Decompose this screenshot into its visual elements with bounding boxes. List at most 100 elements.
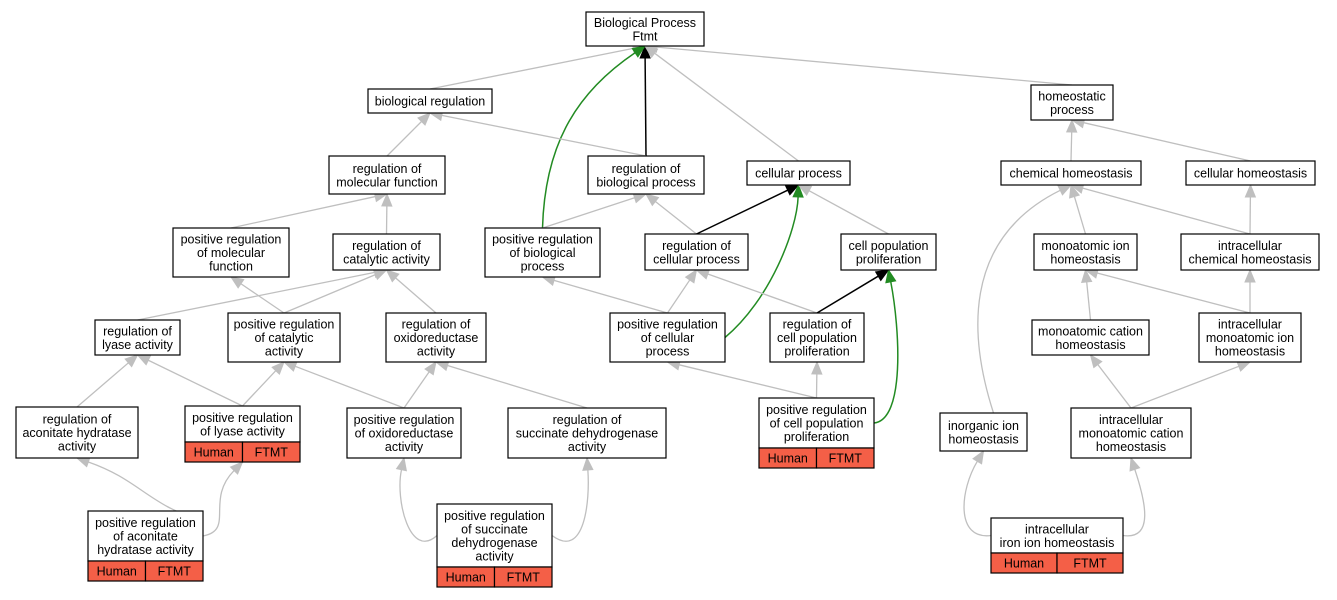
node-label-line: aconitate hydratase: [22, 426, 131, 440]
node-box: [1180, 233, 1320, 271]
edge-line: [542, 197, 635, 229]
edge-line: [1073, 196, 1087, 235]
edge-line: [1082, 187, 1251, 235]
edge-arrowhead: [639, 44, 651, 59]
node-box: [87, 510, 204, 562]
node-box: [1070, 407, 1192, 459]
go-term-node-clh[interactable]: cellular homeostasis: [1185, 160, 1316, 186]
node-box: [332, 233, 441, 271]
go-term-node-cp[interactable]: cellular process: [746, 160, 851, 186]
edge-ich-to-clh: [1244, 183, 1257, 235]
edge-prmf-to-rmf: [230, 191, 389, 229]
edge-line: [399, 469, 438, 542]
node-label-line: proliferation: [784, 345, 849, 359]
species-tag: Human: [768, 452, 808, 466]
node-label-line: monoatomic ion: [1041, 239, 1129, 253]
go-term-node-br[interactable]: biological regulation: [367, 88, 493, 114]
species-tag: Human: [194, 446, 234, 460]
node-label-line: chemical homeostasis: [1189, 252, 1312, 266]
node-label-line: homeostasis: [1055, 338, 1125, 352]
edge-prbp-to-rbp: [542, 192, 648, 229]
node-label-line: homeostasis: [1215, 345, 1285, 359]
node-label-line: of cell population: [770, 417, 864, 431]
node-label-line: biological regulation: [375, 95, 486, 109]
edge-arrowhead: [695, 268, 711, 280]
edge-iih-to-ch: [977, 184, 1073, 414]
species-tag: Human: [1004, 557, 1044, 571]
edge-line: [551, 469, 589, 542]
node-label-line: monoatomic ion: [1206, 331, 1294, 345]
edge-line: [1130, 365, 1240, 409]
edge-rmf-to-br: [386, 112, 431, 157]
edge-line: [679, 364, 817, 399]
edge-arrowhead: [75, 456, 91, 468]
edge-mch-to-mih: [1081, 268, 1093, 321]
edge-prbp-to-bp: [541, 45, 647, 229]
node-label-line: activity: [417, 345, 456, 359]
edge-ch-to-hp: [1065, 118, 1078, 162]
node-box: [746, 160, 851, 186]
edge-arrowhead: [282, 361, 298, 372]
go-term-node-ch[interactable]: chemical homeostasis: [1000, 160, 1142, 186]
edge-line: [76, 362, 129, 408]
node-box: [1198, 312, 1302, 363]
edge-arrowhead: [797, 184, 813, 197]
node-label-line: regulation of: [43, 413, 112, 427]
node-box: [1033, 233, 1138, 271]
node-label-line: of molecular: [197, 246, 265, 260]
node-label-line: Biological Process: [594, 16, 696, 30]
node-label-line: regulation of: [553, 413, 622, 427]
edge-line: [707, 273, 818, 314]
node-label-line: positive regulation: [492, 233, 593, 247]
node-label-line: regulation of: [662, 239, 731, 253]
tag-cell: [241, 441, 301, 463]
edge-prsda-to-proa: [395, 456, 438, 542]
edge-line: [1097, 364, 1132, 409]
edge-cpp-to-cp: [797, 184, 889, 235]
edge-rcp-to-cp: [696, 184, 800, 235]
edge-arrowhead: [381, 192, 393, 207]
edge-arrowhead: [1081, 268, 1093, 284]
node-label-line: biological process: [596, 175, 695, 189]
edge-line: [655, 200, 697, 235]
node-box: [227, 312, 341, 363]
edge-arrowhead: [644, 193, 660, 207]
node-box: [1185, 160, 1316, 186]
node-label-line: cell population: [777, 331, 857, 345]
edge-line: [230, 195, 376, 229]
edge-line: [553, 279, 668, 314]
node-box: [484, 227, 601, 278]
edge-arrowhead: [385, 269, 400, 283]
edge-line: [386, 121, 422, 157]
node-box: [436, 503, 553, 568]
node-label-line: homeostatic: [1038, 89, 1105, 103]
